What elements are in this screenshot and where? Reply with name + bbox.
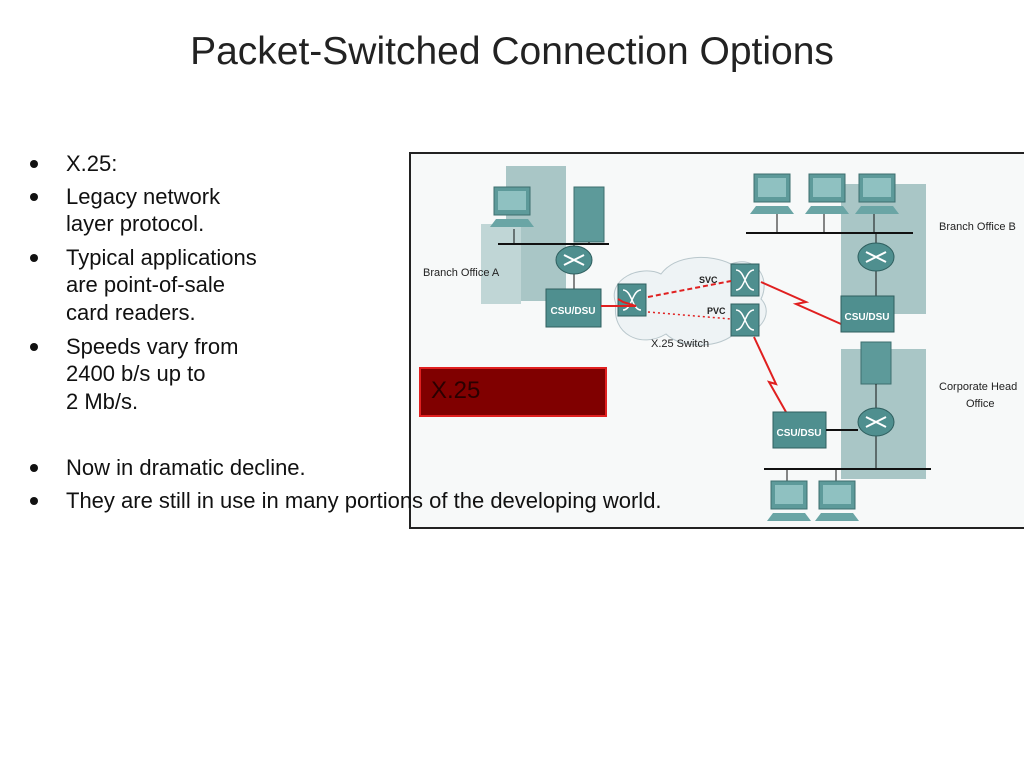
router-icon [555, 245, 593, 275]
bullet-text: 2 Mb/s. [66, 389, 139, 414]
bullet-text: 2400 b/s up to [66, 361, 206, 386]
branch-b-label: Branch Office B [939, 221, 1016, 233]
bullet-text: card readers. [66, 300, 196, 325]
serial-link-a [601, 298, 637, 307]
bullet-icon [30, 497, 38, 505]
bullet-icon [30, 254, 38, 262]
bullet-text: Now in dramatic decline. [66, 455, 306, 480]
bullet-icon [30, 343, 38, 351]
pvc-label: PVC [707, 306, 726, 316]
bullet-text: X.25: [66, 151, 118, 176]
serial-link-b [760, 281, 842, 325]
bullet-text: They are still in use in many portions o… [66, 488, 662, 513]
x25-cloud: SVC PVC X.25 Switch [613, 256, 767, 350]
hq-label: Office [966, 398, 995, 410]
bullet-icon [30, 464, 38, 472]
bullet-text: Legacy network [66, 184, 221, 209]
bullet-text: Speeds vary from [66, 334, 239, 359]
csu-dsu-label: CSU/DSU [550, 306, 595, 317]
slide-title: Packet-Switched Connection Options [190, 30, 834, 73]
branch-a-label: Branch Office A [423, 267, 500, 279]
corporate-head-office: CSU/DSU Corporate Head Office [764, 341, 1017, 522]
bullet-icon [30, 193, 38, 201]
serial-link-hq [753, 336, 787, 413]
branch-office-b: CSU/DSU Branch Office B [746, 173, 1016, 333]
csu-dsu-label: CSU/DSU [776, 428, 821, 439]
svc-label: SVC [699, 275, 718, 285]
bullet-text: layer protocol. [66, 211, 205, 236]
bullet-icon [30, 160, 38, 168]
x25-banner-text: X.25 [431, 377, 481, 404]
x25-banner: X.25 [419, 367, 607, 417]
csu-dsu-label: CSU/DSU [844, 312, 889, 323]
server-icon [573, 186, 605, 243]
bullet-text: are point-of-sale [66, 272, 225, 297]
x25-network-diagram: CSU/DSU Branch Office A SVC PVC X.25 Swi… [409, 152, 1024, 529]
x25-switch-label: X.25 Switch [651, 338, 709, 350]
hq-label: Corporate Head [939, 381, 1017, 393]
bullet-text: Typical applications [66, 245, 257, 270]
branch-office-a: CSU/DSU Branch Office A [423, 166, 609, 328]
